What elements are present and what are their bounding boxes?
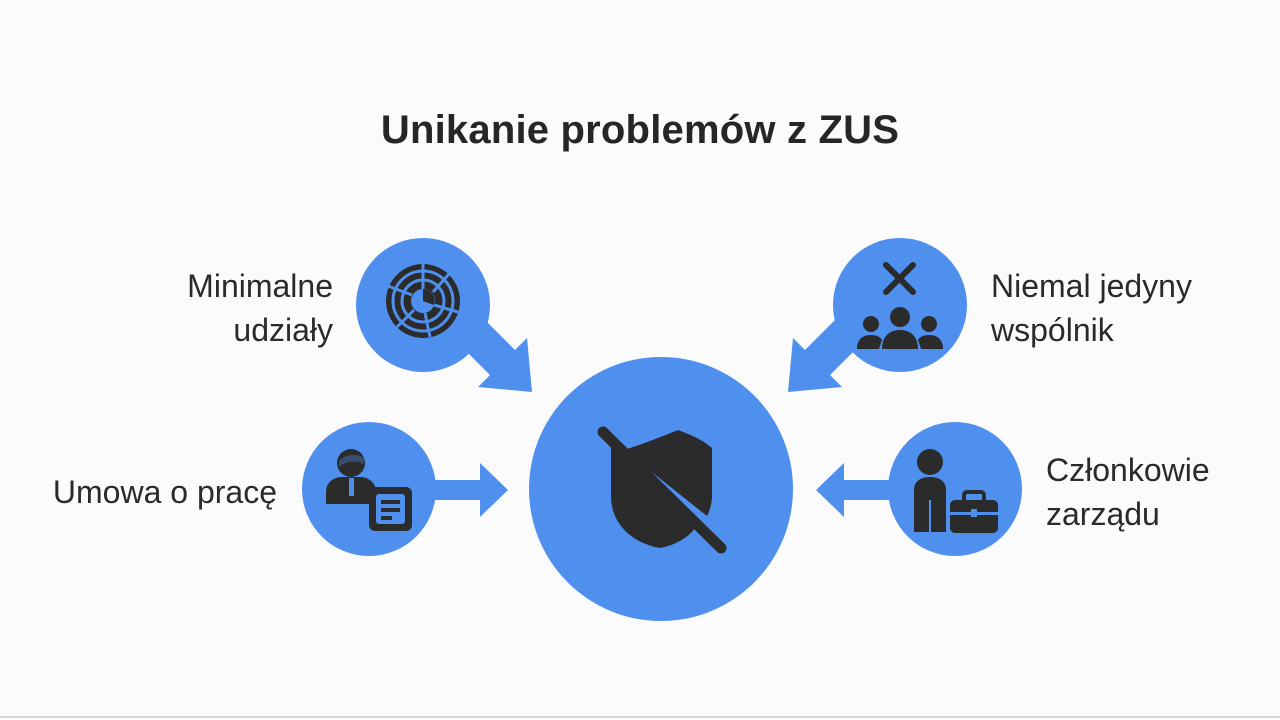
label-employment-contract-line-1: Umowa o pracę <box>52 474 277 510</box>
arrow-board-members <box>816 463 890 517</box>
bottom-divider <box>0 716 1280 718</box>
label-board-members-line-1: Członkowie <box>1046 452 1210 488</box>
diagram-title: Unikanie problemów z ZUS <box>380 108 900 152</box>
label-employment-contract: Umowa o pracę <box>53 470 277 514</box>
node-employment-contract <box>302 422 436 556</box>
shield-off-icon <box>597 426 727 554</box>
node-board-members <box>888 422 1022 556</box>
businessman-briefcase-icon <box>914 449 998 533</box>
employee-contract-icon <box>326 449 412 531</box>
node-almost-sole-partner <box>833 238 967 372</box>
arrow-employment-contract <box>430 463 508 517</box>
label-minimal-shares-line-2: udziały <box>233 312 333 348</box>
center-node <box>529 357 793 621</box>
label-almost-sole-partner-line-1: Niemal jedyny <box>991 268 1192 304</box>
label-minimal-shares-line-1: Minimalne <box>187 268 333 304</box>
label-minimal-shares: Minimalne udziały <box>187 264 333 352</box>
label-board-members: Członkowie zarządu <box>1046 448 1210 536</box>
pie-chart-icon <box>386 264 460 338</box>
label-almost-sole-partner: Niemal jedyny wspólnik <box>991 264 1192 352</box>
node-minimal-shares <box>356 238 490 372</box>
label-board-members-line-2: zarządu <box>1046 496 1160 532</box>
label-almost-sole-partner-line-2: wspólnik <box>991 312 1114 348</box>
remove-group-icon <box>857 262 943 349</box>
